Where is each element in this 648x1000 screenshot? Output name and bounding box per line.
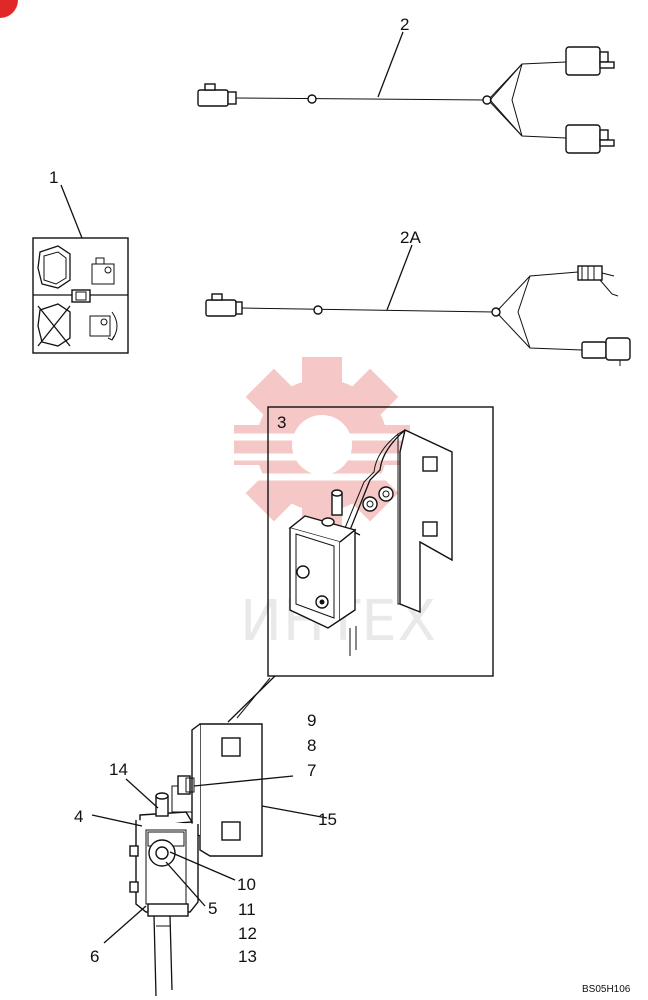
callout-6: 6 <box>90 947 99 966</box>
detail-link-line-2 <box>236 677 271 719</box>
leader-2a <box>386 244 413 311</box>
callout-5: 5 <box>208 899 217 918</box>
callout-1: 1 <box>49 168 58 187</box>
assembly-leaders <box>91 775 328 944</box>
callout-15: 15 <box>318 810 337 829</box>
leader-2 <box>377 31 404 98</box>
callout-10: 10 <box>237 875 256 894</box>
callout-2a: 2A <box>400 228 421 247</box>
callout-13: 13 <box>238 947 257 966</box>
corner-mark <box>0 0 18 18</box>
callout-11: 11 <box>238 900 256 919</box>
callout-4: 4 <box>74 807 83 826</box>
decal-1 <box>32 237 129 354</box>
callout-9: 9 <box>307 711 316 730</box>
detail-box-3 <box>267 406 494 677</box>
leader-1 <box>60 184 83 239</box>
callout-12: 12 <box>238 924 257 943</box>
callout-2: 2 <box>400 15 409 34</box>
callout-7: 7 <box>307 761 316 780</box>
figure-code: BS05H106 <box>582 984 631 995</box>
wire-harness-2a <box>205 265 631 366</box>
detail-link-line <box>227 675 276 723</box>
switch-assembly <box>129 723 263 997</box>
callout-14: 14 <box>109 760 128 779</box>
callout-3: 3 <box>277 413 286 432</box>
wire-harness-2 <box>197 46 615 154</box>
callout-8: 8 <box>307 736 316 755</box>
